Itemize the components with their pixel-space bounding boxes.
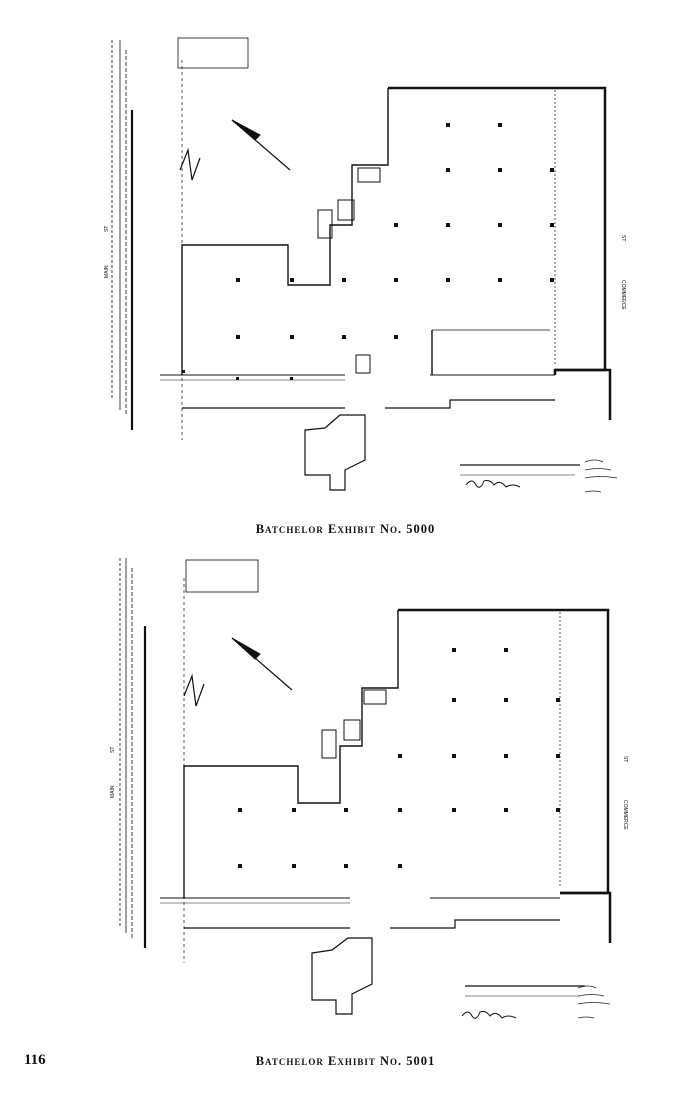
handwritten-note-drawing [577, 985, 611, 1019]
exhibit-caption: Batchelor Exhibit No. 5000 [255, 522, 436, 536]
floor-plan-exhibit-5001: MAIN ST COMMERCE ST [0, 548, 691, 1038]
street-label-commerce: COMMERCE [622, 800, 628, 830]
street-label-main: MAIN [110, 785, 116, 798]
floor-plan-exhibit-5000: MAIN ST COMMERCE ST [0, 30, 691, 510]
page-number: 116 [24, 1052, 46, 1068]
signature-drawing [465, 480, 521, 488]
street-label-commerce: COMMERCE [620, 280, 626, 310]
signature-drawing [461, 1011, 517, 1019]
street-label-st: ST [110, 747, 116, 753]
street-label-st: ST [622, 756, 628, 762]
street-label-st: ST [104, 226, 110, 232]
floor-plan-drawing: MAIN ST COMMERCE ST [104, 37, 626, 493]
street-label-main: MAIN [104, 265, 110, 278]
floor-plan-drawing: MAIN ST COMMERCE ST [110, 558, 628, 1019]
exhibit-caption: Batchelor Exhibit No. 5001 [255, 1054, 436, 1068]
street-label-st: ST [620, 235, 626, 241]
handwritten-note-drawing [584, 459, 618, 493]
